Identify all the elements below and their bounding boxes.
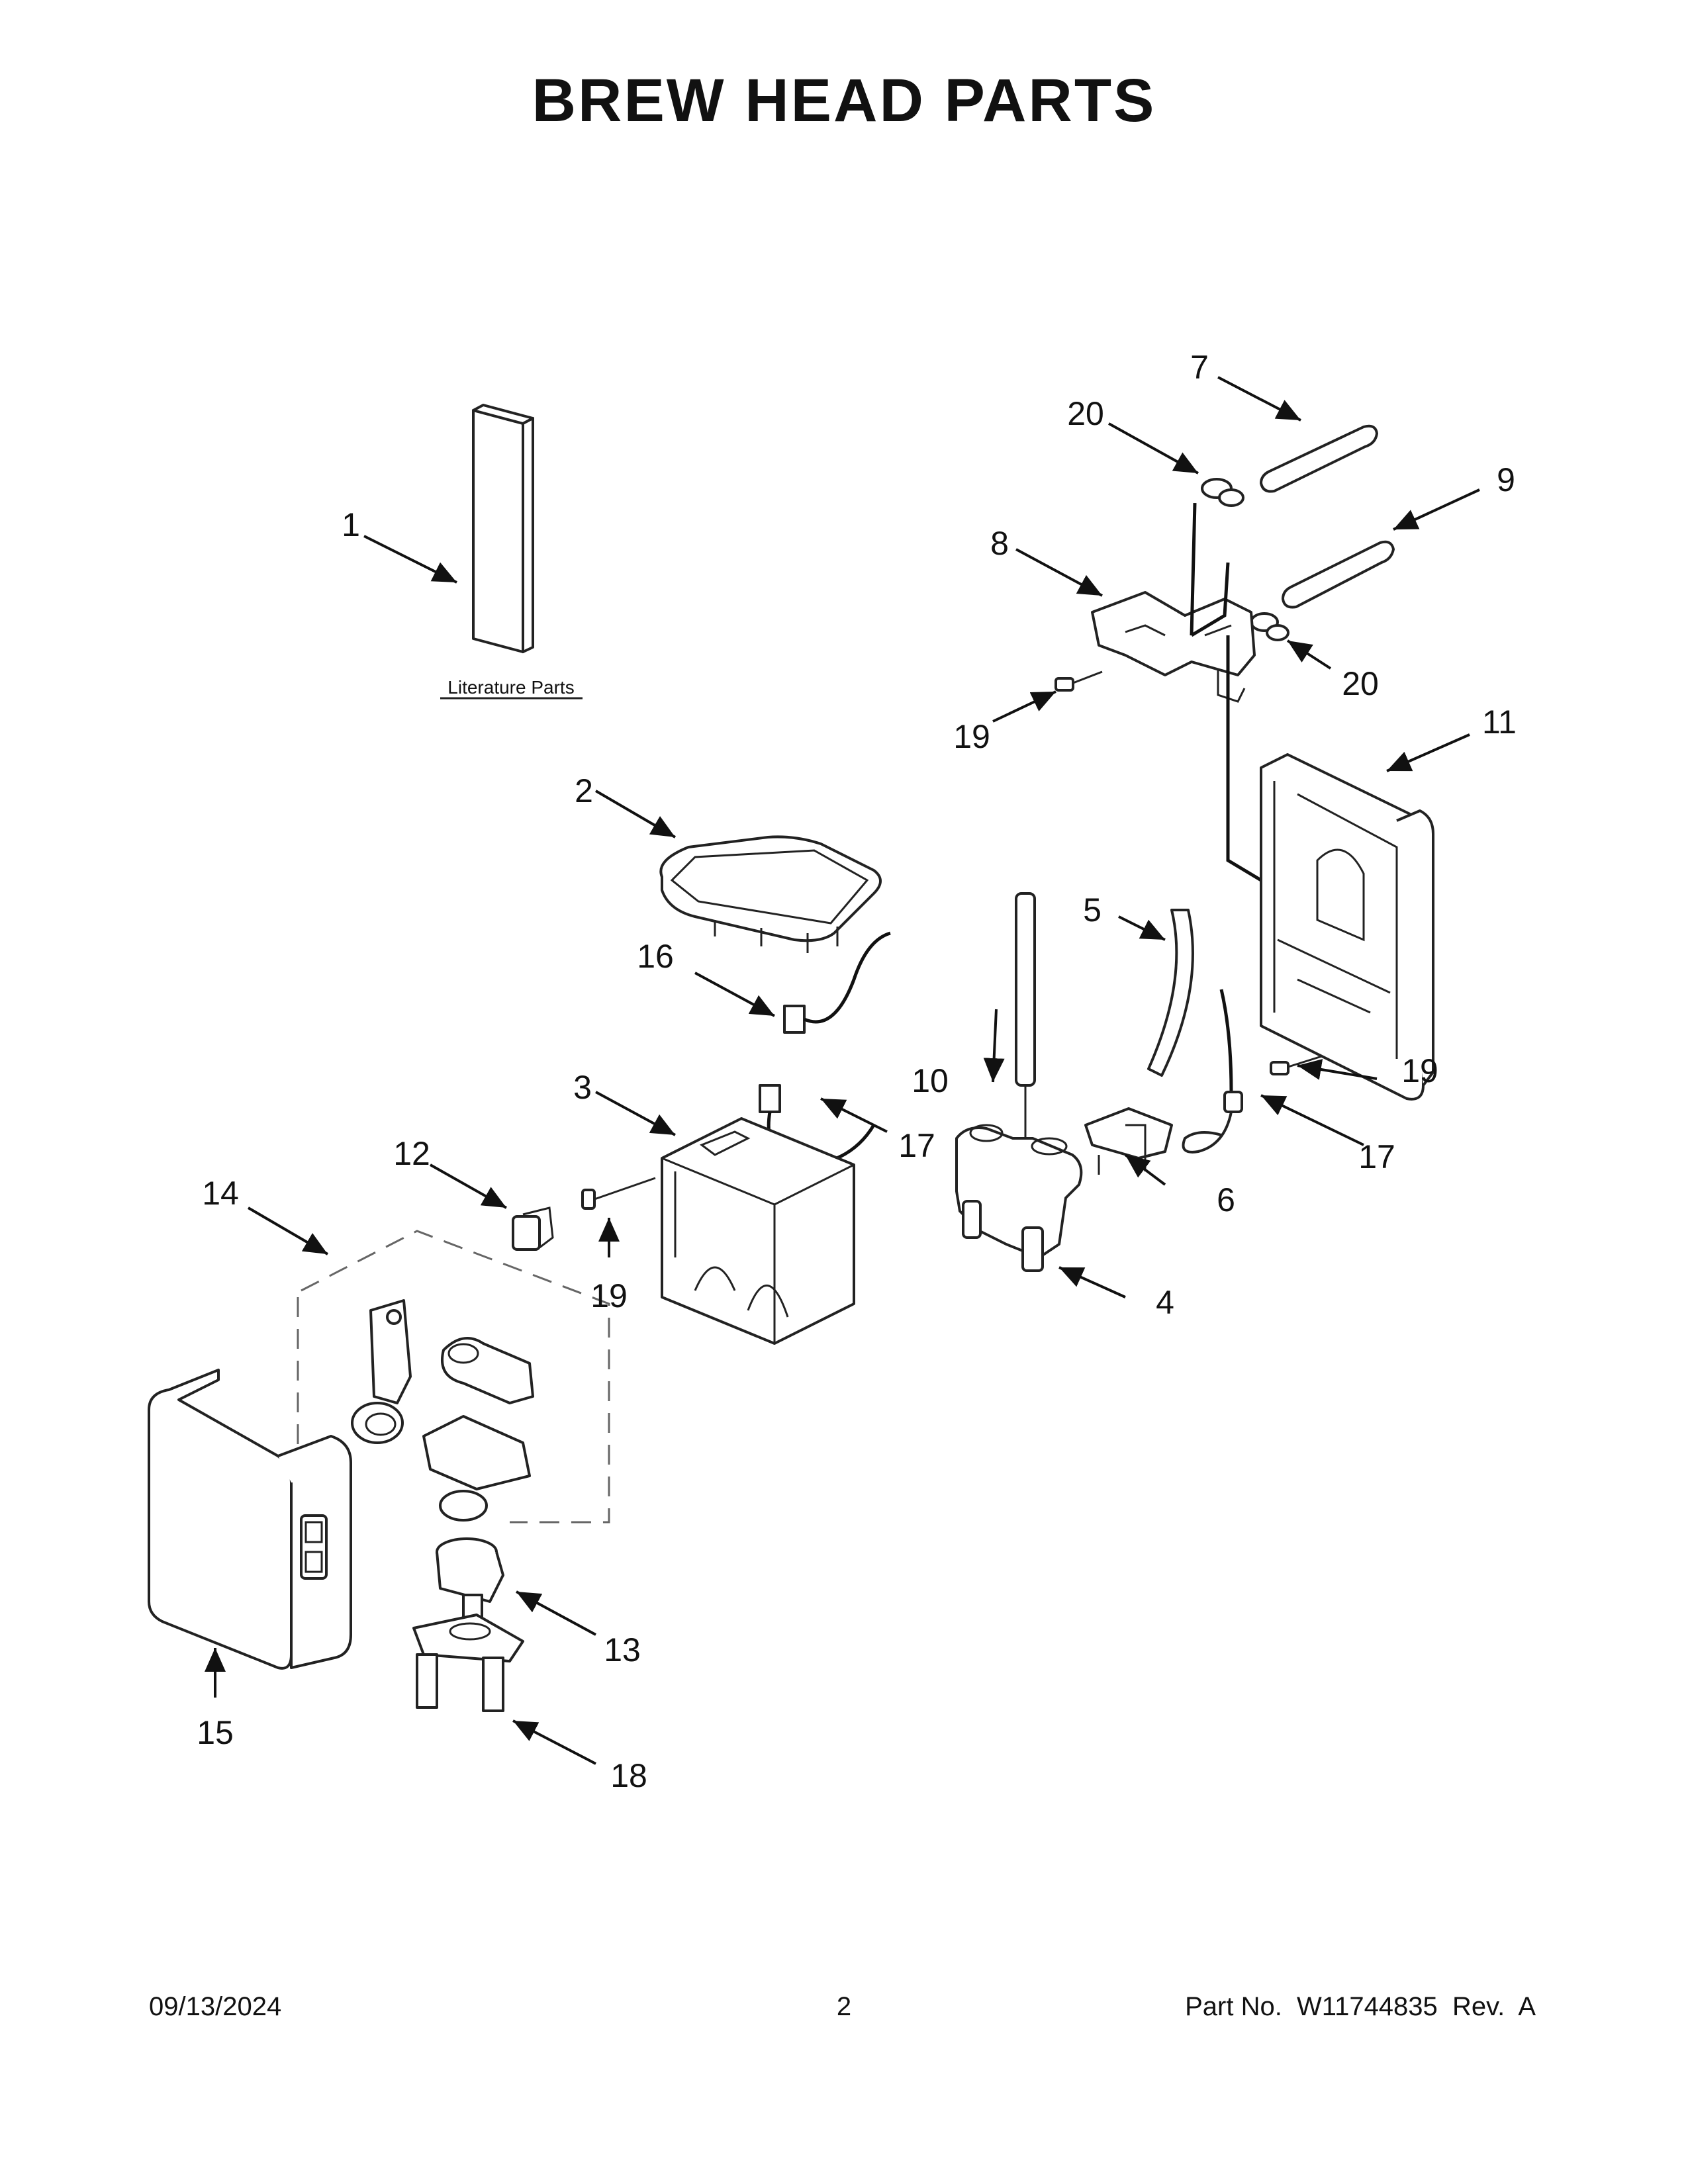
part-6-bracket xyxy=(1084,1107,1173,1175)
callout-14: 14 xyxy=(202,1175,239,1212)
callout-17-right: 17 xyxy=(1358,1138,1395,1175)
leader-arrows xyxy=(205,376,1480,1765)
part-20-clamp-lower xyxy=(1250,612,1289,641)
part-16-connector xyxy=(783,931,891,1034)
part-10-tube xyxy=(1015,892,1036,1145)
callout-16: 16 xyxy=(637,938,674,975)
callout-9: 9 xyxy=(1497,461,1515,498)
footer-page-number: 2 xyxy=(836,1992,852,2021)
part-4-valve xyxy=(955,1124,1083,1272)
callout-1: 1 xyxy=(342,506,360,543)
part-15-front-panel xyxy=(148,1369,352,1670)
callout-18: 18 xyxy=(610,1757,647,1794)
part-2-cover xyxy=(659,835,882,953)
part-18-spout xyxy=(412,1614,524,1712)
callout-6: 6 xyxy=(1217,1181,1235,1218)
callout-12: 12 xyxy=(393,1135,430,1172)
callout-13: 13 xyxy=(604,1631,641,1668)
part-19-screw-right xyxy=(1270,1054,1325,1075)
part-17-harness-right xyxy=(1182,989,1243,1154)
callout-17-center: 17 xyxy=(898,1127,935,1164)
part-20-clamp-upper xyxy=(1201,478,1244,507)
callout-8: 8 xyxy=(990,525,1009,562)
literature-parts-label: Literature Parts xyxy=(447,677,574,698)
part-13-coupler xyxy=(436,1537,504,1626)
part-1-literature xyxy=(440,404,583,700)
part-9-tube xyxy=(1282,540,1395,609)
callout-19-upper: 19 xyxy=(953,718,990,755)
callout-11: 11 xyxy=(1482,704,1517,741)
callout-20-lower: 20 xyxy=(1342,665,1379,702)
callout-20-upper: 20 xyxy=(1067,395,1104,432)
footer-date: 09/13/2024 xyxy=(149,1992,282,2021)
callout-3: 3 xyxy=(573,1069,592,1106)
part-14-group-boundary xyxy=(297,1230,610,1524)
callout-19-right: 19 xyxy=(1401,1052,1438,1089)
part-11-back-plate xyxy=(1260,753,1434,1101)
callout-4: 4 xyxy=(1156,1284,1174,1321)
part-19-screw-upper xyxy=(1055,670,1103,692)
callout-19-center: 19 xyxy=(590,1277,628,1314)
callout-2: 2 xyxy=(575,772,593,809)
callout-15: 15 xyxy=(197,1714,234,1751)
part-5-hose xyxy=(1147,909,1194,1077)
part-12-cap xyxy=(512,1206,554,1251)
part-8-manifold xyxy=(1091,502,1262,882)
part-19-screw-center xyxy=(581,1177,656,1210)
part-7-tube xyxy=(1260,424,1378,493)
callout-10: 10 xyxy=(912,1062,949,1099)
part-3-housing xyxy=(661,1117,855,1345)
footer-part-number: Part No. W11744835 Rev. A xyxy=(1185,1992,1536,2021)
callout-7: 7 xyxy=(1190,349,1209,386)
part-14-subassembly xyxy=(351,1299,534,1522)
callout-5: 5 xyxy=(1083,891,1102,929)
page-title: BREW HEAD PARTS xyxy=(532,67,1156,134)
